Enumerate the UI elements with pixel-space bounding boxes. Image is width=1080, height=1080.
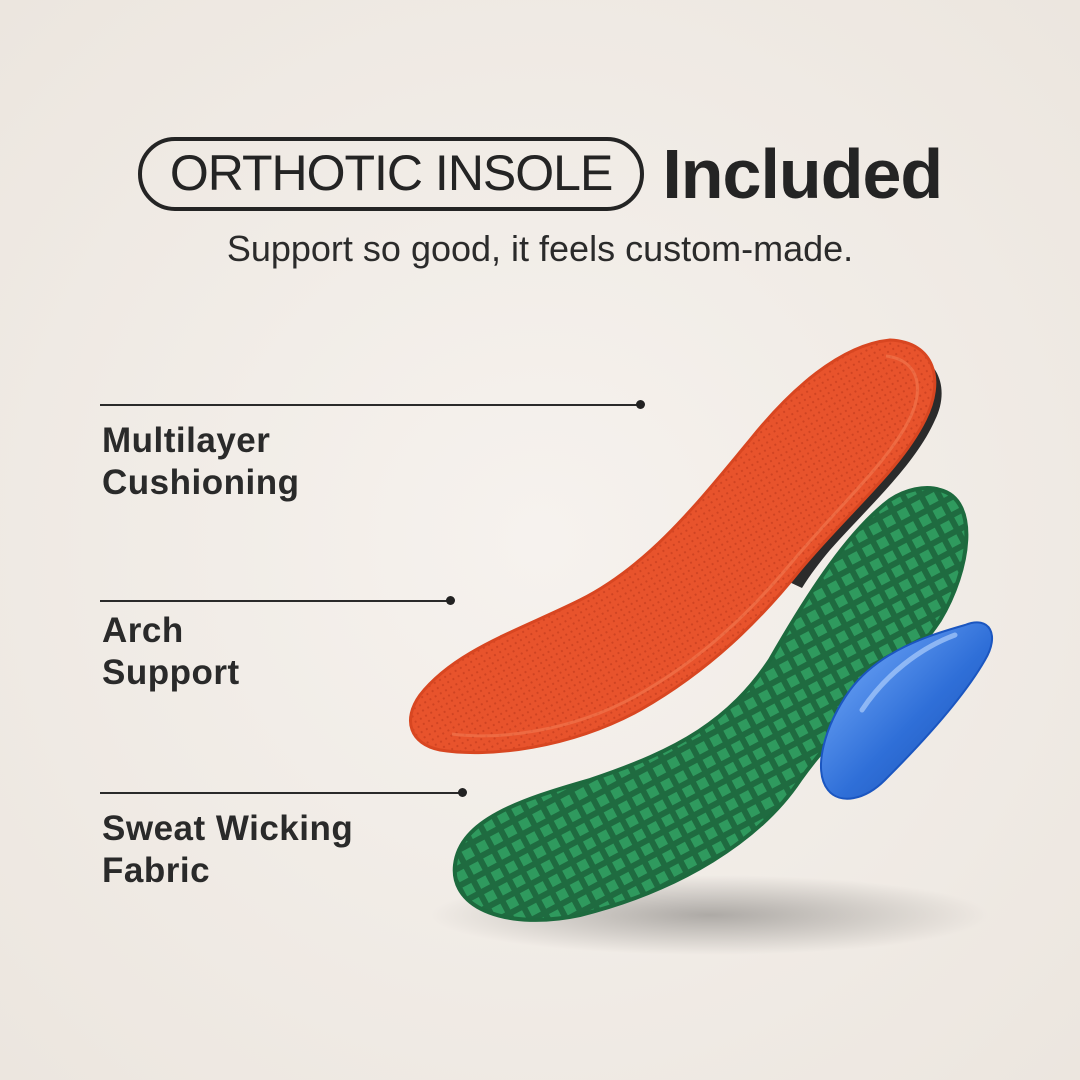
subtitle: Support so good, it feels custom-made. xyxy=(226,228,854,269)
callout-line-arch xyxy=(100,600,450,602)
feature-label-line2: Support xyxy=(102,653,240,692)
headline: ORTHOTIC INSOLE Included xyxy=(0,134,1080,214)
headline-badge: ORTHOTIC INSOLE xyxy=(137,137,645,211)
callout-dot-arch xyxy=(446,596,455,605)
feature-label-line1: Multilayer xyxy=(102,421,271,460)
callout-line-cushioning xyxy=(100,404,640,406)
insole-illustration xyxy=(409,338,994,955)
arch-support-pad xyxy=(820,621,994,800)
callout-line-sweat xyxy=(100,792,462,794)
top-cushion-layer xyxy=(409,338,937,755)
feature-label-line2: Cushioning xyxy=(102,463,300,502)
callout-dot-cushioning xyxy=(636,400,645,409)
feature-label-arch: Arch Support xyxy=(102,610,240,694)
feature-label-line1: Arch xyxy=(102,611,184,650)
feature-label-line1: Sweat Wicking xyxy=(102,809,354,848)
feature-label-cushioning: Multilayer Cushioning xyxy=(102,420,299,504)
headline-title: Included xyxy=(662,135,943,213)
callout-dot-sweat xyxy=(458,788,467,797)
feature-label-line2: Fabric xyxy=(102,851,211,890)
feature-label-sweat: Sweat Wicking Fabric xyxy=(102,808,353,892)
